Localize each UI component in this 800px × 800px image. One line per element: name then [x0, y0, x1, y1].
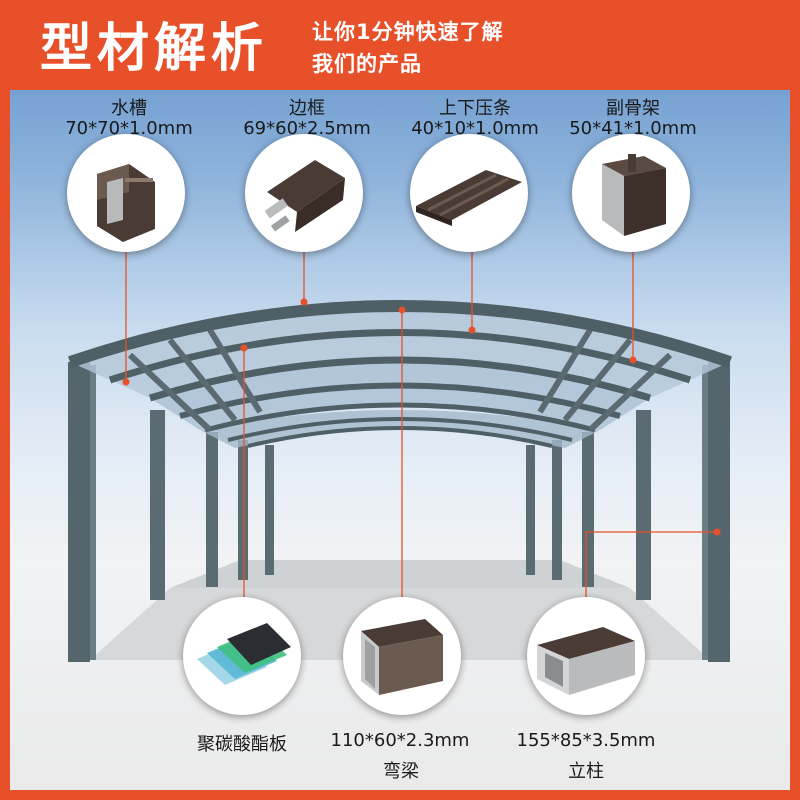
page-title: 型材解析	[40, 19, 269, 79]
curved-beam-profile-icon	[343, 597, 461, 715]
polycarbonate-name: 聚碳酸酯板	[197, 734, 287, 755]
column-spec: 155*85*3.5mm	[516, 730, 656, 751]
columns-front	[68, 362, 730, 662]
callout-lines	[125, 252, 717, 640]
gutter-name: 水槽	[111, 98, 147, 119]
edge-frame-spec: 69*60*2.5mm	[243, 118, 371, 139]
pressure-strip-name: 上下压条	[439, 98, 511, 119]
header-banner: 型材解析 让你1分钟快速了解 我们的产品	[0, 0, 800, 90]
header-subtitle-line2: 我们的产品	[312, 52, 422, 76]
sub-frame-profile-icon	[572, 134, 690, 252]
sub-frame-spec: 50*41*1.0mm	[569, 118, 697, 139]
polycarbonate-sheets-icon	[183, 597, 301, 715]
curved-beam-name: 弯梁	[383, 761, 419, 782]
columns-back	[150, 410, 651, 600]
gutter-spec: 70*70*1.0mm	[65, 118, 193, 139]
callout-dots	[122, 298, 721, 536]
header-subtitle-line1: 让你1分钟快速了解	[312, 20, 504, 44]
ground-floor-inner	[170, 560, 630, 588]
pressure-strip-profile-icon	[410, 134, 528, 252]
roof-arches	[68, 300, 732, 448]
column-profile-icon	[527, 597, 645, 715]
edge-frame-profile-icon	[245, 134, 363, 252]
pressure-strip-spec: 40*10*1.0mm	[411, 118, 539, 139]
edge-frame-name: 边框	[289, 98, 325, 119]
gutter-profile-icon	[67, 134, 185, 252]
sub-frame-name: 副骨架	[606, 98, 660, 119]
roof-ribs	[127, 328, 673, 433]
column-name: 立柱	[568, 761, 604, 782]
curved-beam-spec: 110*60*2.3mm	[330, 730, 470, 751]
